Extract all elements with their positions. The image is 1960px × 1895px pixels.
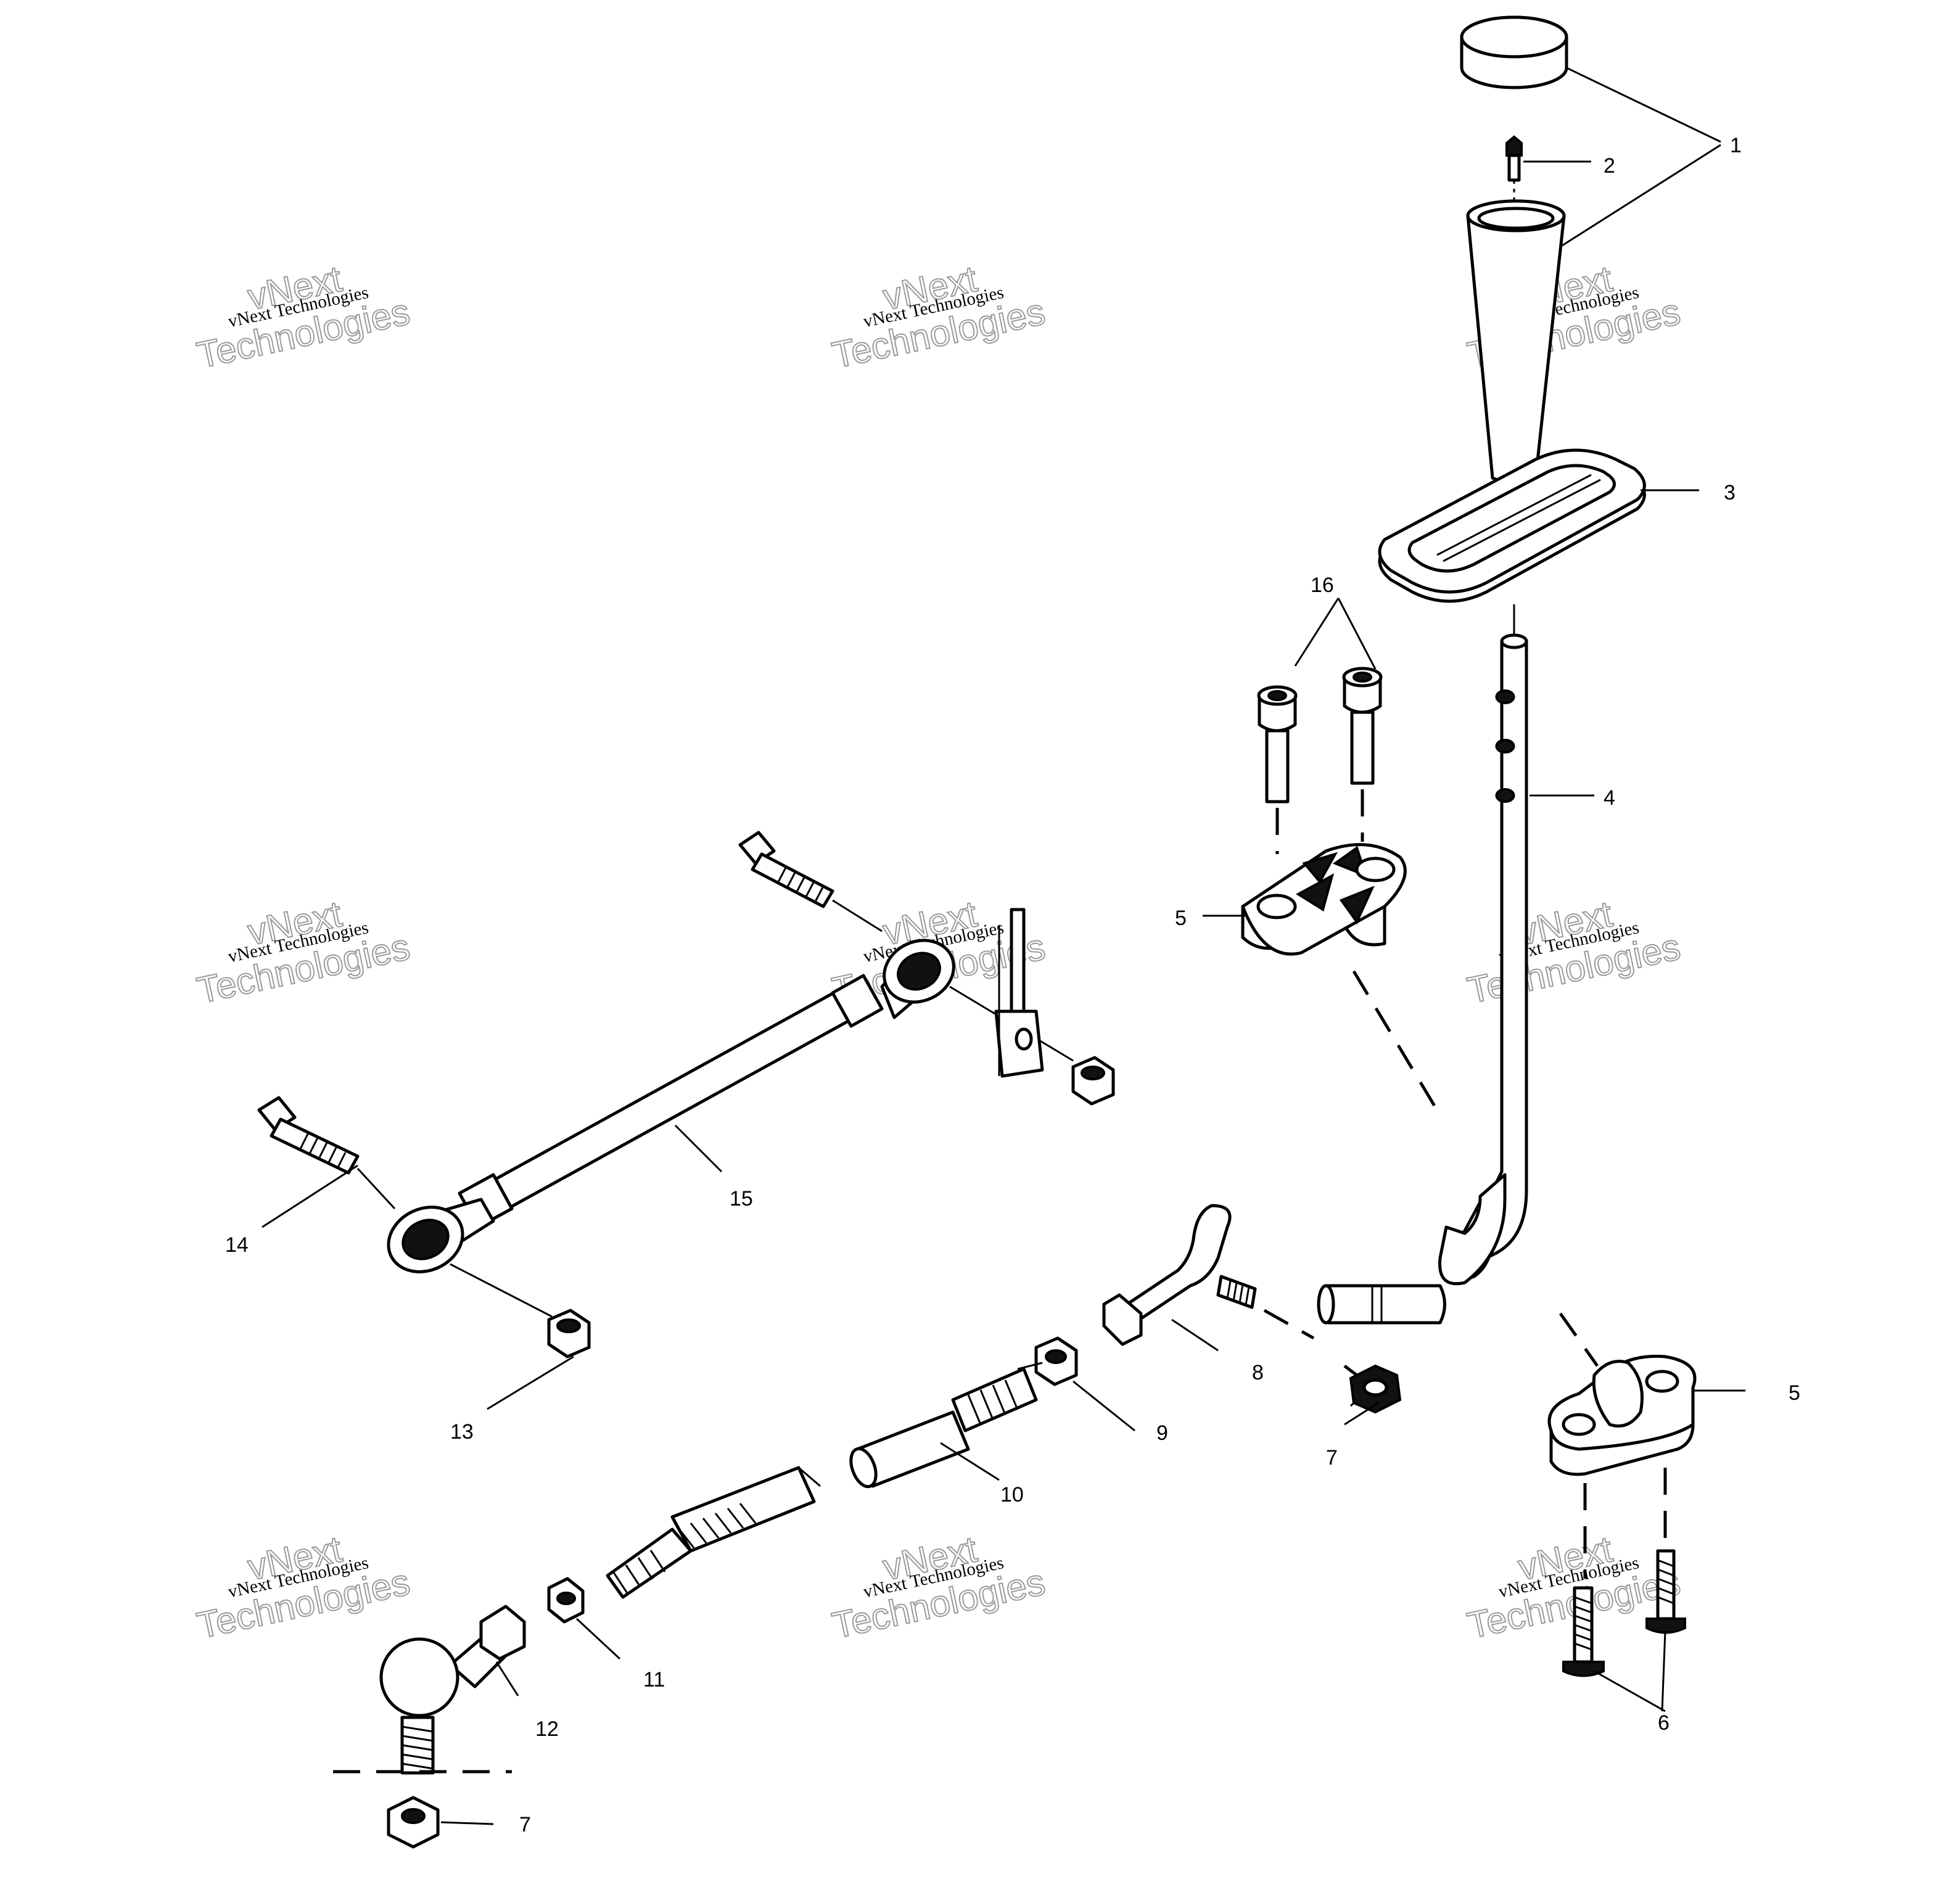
- part-13-nut: [547, 1309, 591, 1359]
- part-4-shift-lever: [1317, 604, 1528, 1325]
- watermark: vNext vNext Technologies Technologies: [1464, 892, 1685, 1012]
- part-15-tie-rod: [387, 939, 955, 1273]
- callout-7: 7: [1326, 1446, 1338, 1470]
- threaded-shaft: [606, 1466, 821, 1599]
- callout-14: 14: [225, 1233, 249, 1257]
- part-14-bolt: [257, 1096, 553, 1318]
- part-1-knob-grip: [1466, 199, 1566, 543]
- leader-lines: [261, 67, 1745, 1825]
- watermark: vNext vNext Technologies Technologies: [193, 257, 414, 377]
- watermark: vNext vNext Technologies Technologies: [193, 892, 414, 1012]
- callouts: 1 2 3 4 5 5 6 7 7 8 9 10 11 12 13 14 15 …: [225, 134, 1800, 1836]
- watermark: vNext vNext Technologies Technologies: [828, 1527, 1050, 1647]
- callout-7: 7: [519, 1813, 531, 1836]
- callout-11: 11: [643, 1668, 665, 1692]
- part-8-rod-end: [1102, 1204, 1315, 1346]
- callout-3: 3: [1724, 481, 1736, 504]
- part-9-nut: [1017, 1336, 1078, 1386]
- part-13-nut: [1071, 1056, 1115, 1106]
- part-10-adjuster-sleeve: [849, 1367, 1038, 1489]
- callout-8: 8: [1252, 1361, 1264, 1384]
- watermark: vNext vNext Technologies Technologies: [193, 1527, 414, 1647]
- linkage-arm: [994, 908, 1044, 1078]
- callout-13: 13: [450, 1420, 474, 1444]
- part-12-ball-joint: [333, 1605, 526, 1775]
- part-16-bolt: [1257, 685, 1298, 854]
- part-1-knob-cap: [1460, 15, 1568, 89]
- callout-12: 12: [535, 1717, 559, 1741]
- watermark: vNext vNext Technologies Technologies: [828, 257, 1050, 377]
- callout-5: 5: [1789, 1381, 1800, 1405]
- callout-4: 4: [1604, 786, 1615, 810]
- part-7-nut: [1343, 1364, 1402, 1414]
- callout-6: 6: [1658, 1711, 1670, 1735]
- part-11-nut: [547, 1577, 585, 1624]
- part-5-lower-holder: [1547, 1312, 1697, 1579]
- part-6-screw: [1645, 1549, 1686, 1634]
- callout-2: 2: [1604, 154, 1615, 178]
- part-2-screw: [1505, 135, 1523, 222]
- part-7-nut: [387, 1796, 440, 1849]
- callout-1: 1: [1730, 134, 1742, 157]
- part-16-bolt: [1342, 667, 1383, 842]
- callout-5: 5: [1175, 906, 1187, 930]
- callout-15: 15: [730, 1187, 753, 1211]
- callout-16: 16: [1311, 573, 1334, 597]
- callout-9: 9: [1156, 1421, 1168, 1445]
- part-6-screw: [1562, 1586, 1605, 1677]
- callout-10: 10: [1000, 1483, 1024, 1507]
- part-3-shift-boot: [1378, 448, 1646, 603]
- part-5-upper-holder: [1241, 843, 1439, 1111]
